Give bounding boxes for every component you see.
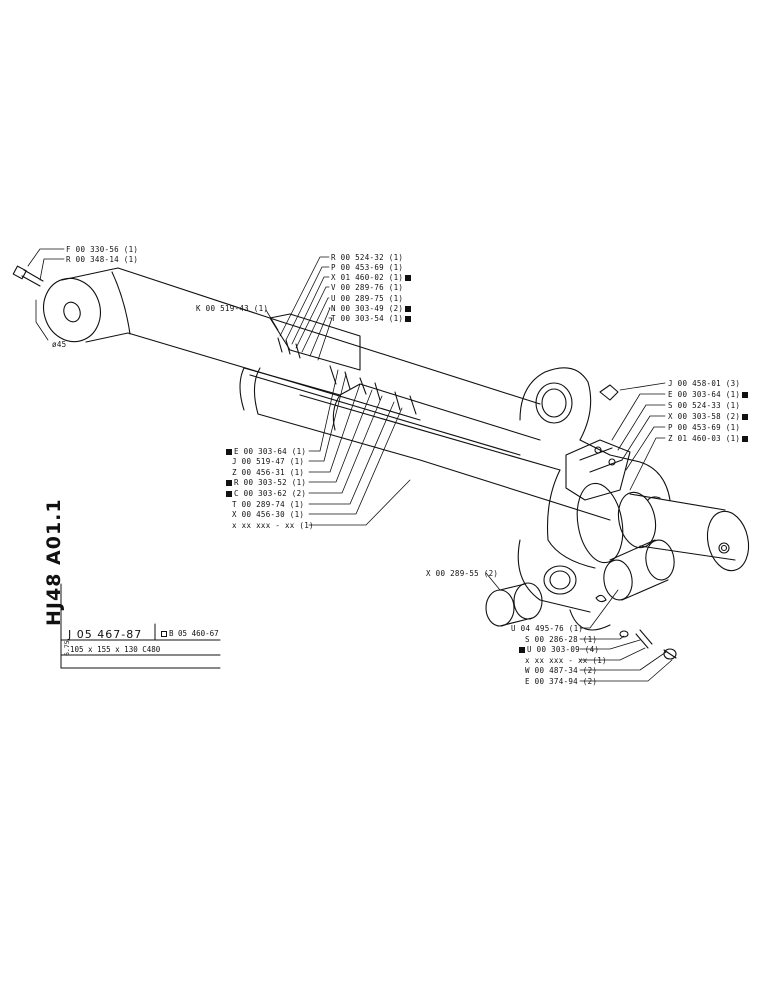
- part-label: T 00 289-74 (1): [232, 500, 305, 509]
- part-label: W 00 487-34 (2): [525, 666, 598, 675]
- part-label: x xx xxx - xx (1): [232, 521, 314, 530]
- part-label: R 00 524-32 (1): [331, 253, 404, 262]
- filled-square-icon: [226, 448, 232, 455]
- trunnion-housing: [517, 367, 671, 631]
- part-label: K 00 519-43 (1): [196, 304, 269, 313]
- part-label: R 00 303-52 (1): [224, 478, 306, 487]
- part-label: U 00 289-75 (1): [331, 294, 404, 303]
- bottom-end-cap: [617, 491, 750, 572]
- filled-square-icon: [742, 435, 749, 442]
- clamp-plate: [565, 439, 631, 501]
- part-label: E 00 374-94 (2): [525, 677, 598, 686]
- small-fittings: [595, 594, 677, 660]
- part-label: C 00 303-62 (2): [224, 489, 306, 498]
- reference-number: B 05 460-67: [161, 629, 219, 638]
- grease-nipple: [599, 384, 619, 401]
- part-label: T 00 303-54 (1): [331, 314, 413, 323]
- part-label: Z 01 460-03 (1): [668, 434, 750, 443]
- part-label: F 00 330-56 (1): [66, 245, 139, 254]
- filled-square-icon: [742, 413, 749, 420]
- part-label: S 00 286-28 (1): [525, 635, 598, 644]
- title-block-frame: [60, 583, 221, 669]
- part-label: P 00 453-69 (1): [331, 263, 404, 272]
- part-label: X 00 303-58 (2): [668, 412, 750, 421]
- part-label: E 00 303-64 (1): [224, 447, 306, 456]
- bolt-f: [12, 265, 44, 287]
- piston-rod: [43, 267, 541, 456]
- part-label: U 00 303-09 (4): [517, 645, 599, 654]
- dimension-label: ø45: [52, 340, 67, 349]
- part-label: U 04 495-76 (1): [511, 624, 584, 633]
- part-label: V 00 289-76 (1): [331, 283, 404, 292]
- filled-square-icon: [405, 274, 412, 281]
- leader-lines: [27, 248, 673, 682]
- part-label: R 00 348-14 (1): [66, 255, 139, 264]
- filled-square-icon: [742, 391, 749, 398]
- cylinder-tube: [239, 367, 611, 521]
- part-label: J 00 458-01 (3): [668, 379, 741, 388]
- part-label: Z 00 456-31 (1): [232, 468, 305, 477]
- filled-square-icon: [226, 479, 232, 486]
- part-label: P 00 453-69 (1): [668, 423, 741, 432]
- part-label: J 00 519-47 (1): [232, 457, 305, 466]
- spec-line: 105 x 155 x 130 C480: [70, 645, 161, 654]
- bushing-pair: [485, 539, 675, 627]
- part-label: X 01 460-02 (1): [331, 273, 413, 282]
- filled-square-icon: [519, 646, 525, 653]
- drawing-code: HJ48 A01.1: [43, 498, 65, 626]
- part-label: S 00 524-33 (1): [668, 401, 741, 410]
- part-label: N 00 303-49 (2): [331, 304, 413, 313]
- part-number: J 05 467-87: [68, 628, 143, 641]
- gland-assembly: [269, 313, 417, 415]
- part-label: X 00 289-55 (2): [426, 569, 499, 578]
- part-label: x xx xxx - xx (1): [525, 656, 607, 665]
- part-label: E 00 303-64 (1): [668, 390, 750, 399]
- filled-square-icon: [405, 305, 412, 312]
- filled-square-icon: [405, 315, 412, 322]
- open-square-icon: [161, 630, 167, 637]
- filled-square-icon: [226, 490, 232, 497]
- part-label: X 00 456-30 (1): [232, 510, 305, 519]
